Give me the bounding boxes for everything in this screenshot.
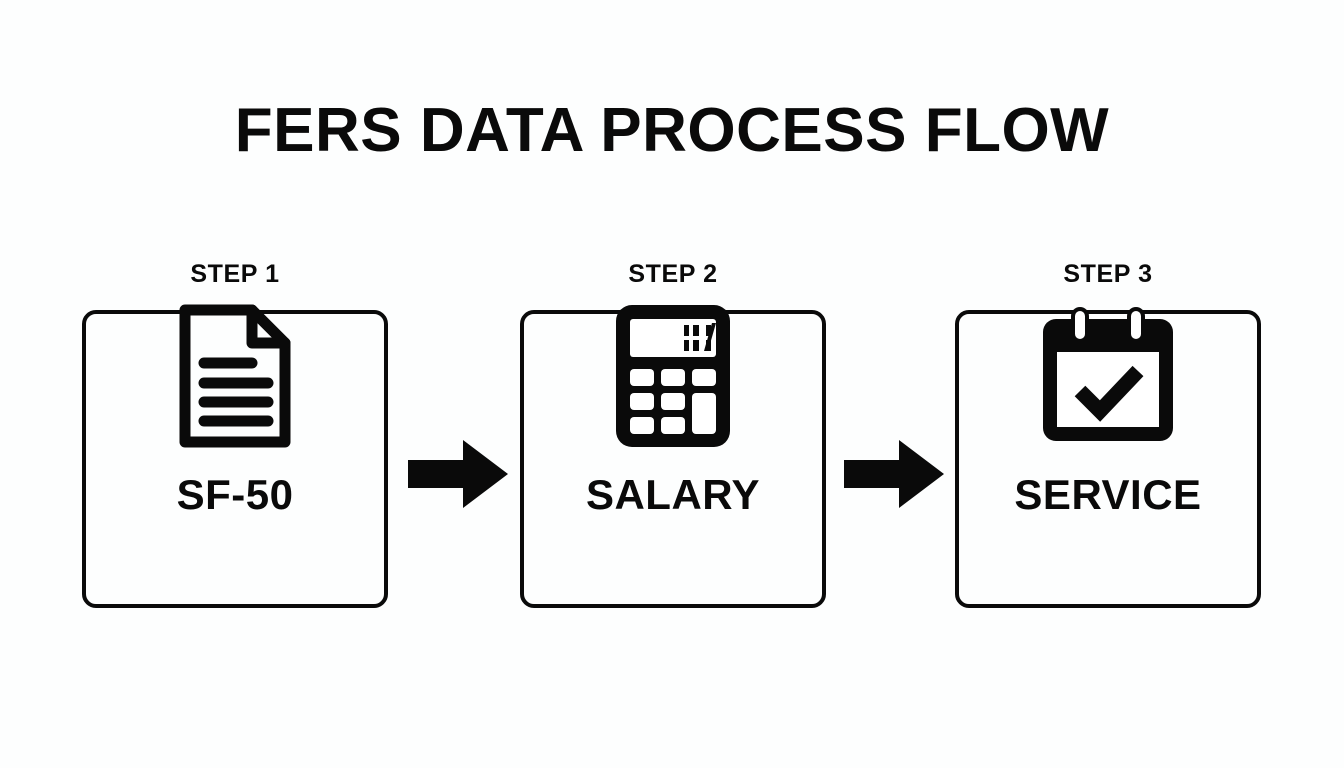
flow-row: STEP 1 SF-50 bbox=[82, 262, 1261, 612]
arrow-right-icon bbox=[408, 438, 508, 510]
step-3-box[interactable] bbox=[955, 310, 1261, 608]
document-icon bbox=[82, 296, 388, 456]
step-3-name: SERVICE bbox=[1014, 471, 1202, 518]
step-3-label: STEP 3 bbox=[1063, 260, 1153, 288]
flow-step-1[interactable]: STEP 1 SF-50 bbox=[82, 262, 388, 608]
calendar-check-icon bbox=[955, 296, 1261, 456]
arrow-right-icon bbox=[844, 438, 944, 510]
flow-step-2[interactable]: STEP 2 bbox=[520, 262, 826, 608]
step-2-name: SALARY bbox=[585, 471, 761, 518]
page-title: FERS DATA PROCESS FLOW bbox=[234, 96, 1110, 165]
step-2-label: STEP 2 bbox=[628, 260, 718, 288]
step-1-label: STEP 1 bbox=[190, 260, 280, 288]
step-1-name: SF-50 bbox=[176, 471, 294, 518]
flow-step-3[interactable]: STEP 3 SERVICE bbox=[955, 262, 1261, 608]
calculator-icon bbox=[520, 296, 826, 456]
